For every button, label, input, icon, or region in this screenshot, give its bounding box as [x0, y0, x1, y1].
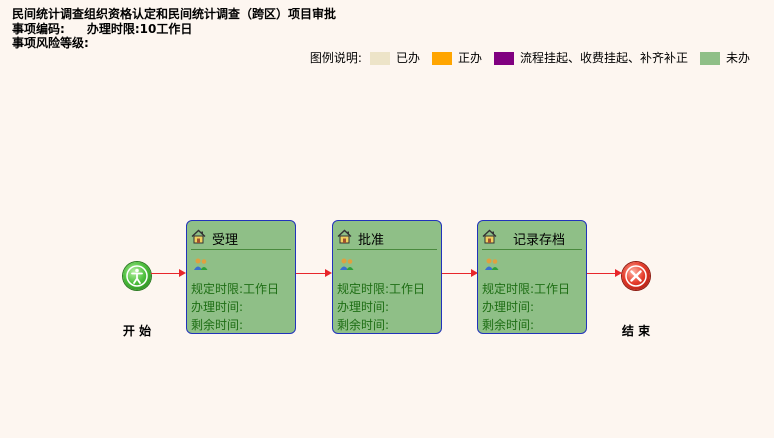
legend-swatch-done — [369, 51, 390, 65]
connector-line — [151, 273, 179, 274]
legend-label-pending: 未办 — [725, 51, 750, 65]
step-handle-time: 办理时间: — [191, 300, 244, 314]
step-title: 受理 — [212, 232, 239, 248]
step-title: 记录存档 — [513, 232, 566, 248]
step-remaining-time: 剩余时间: — [191, 318, 244, 332]
legend-swatch-pending — [699, 51, 720, 65]
home-icon — [482, 229, 497, 248]
item-info-row: 事项编码: 办理时限:10工作日 — [12, 22, 192, 36]
legend-title: 图例说明: — [309, 51, 362, 65]
step-time-limit: 规定时限:工作日 — [191, 282, 280, 296]
step-title-row: 记录存档 — [482, 227, 582, 250]
risk-level-row: 事项风险等级: — [12, 36, 89, 50]
step-remaining-time: 剩余时间: — [337, 318, 390, 332]
step-title-row: 受理 — [191, 227, 291, 250]
legend-label-in-progress: 正办 — [457, 51, 482, 65]
page-title: 民间统计调查组织资格认定和民间统计调查（跨区）项目审批 — [12, 7, 337, 21]
people-icon — [484, 257, 500, 274]
legend-swatch-in-progress — [431, 51, 452, 65]
step-handle-time: 办理时间: — [482, 300, 535, 314]
step-handle-time: 办理时间: — [337, 300, 390, 314]
arrow-icon — [615, 269, 622, 277]
connector-line — [442, 273, 471, 274]
step-time-limit: 规定时限:工作日 — [482, 282, 571, 296]
arrow-icon — [325, 269, 332, 277]
connector-line — [296, 273, 325, 274]
end-node-icon — [622, 262, 650, 290]
home-icon — [337, 229, 352, 248]
people-icon — [339, 257, 355, 274]
step-title: 批准 — [358, 232, 385, 248]
arrow-icon — [179, 269, 186, 277]
home-icon — [191, 229, 206, 248]
start-node-icon — [123, 262, 151, 290]
time-limit-label: 办理时限: — [86, 22, 140, 36]
legend-label-suspended: 流程挂起、收费挂起、补齐补正 — [519, 51, 688, 65]
item-code-label: 事项编码: — [12, 22, 65, 36]
legend-label-done: 已办 — [395, 51, 420, 65]
step-node-archive[interactable]: 记录存档 规定时限:工作日 办理时间: 剩余时间: — [477, 220, 587, 334]
legend-swatch-suspended — [493, 51, 514, 65]
step-remaining-time: 剩余时间: — [482, 318, 535, 332]
time-limit-value: 10工作日 — [139, 22, 193, 36]
end-label: 结 束 — [621, 324, 651, 338]
step-title-row: 批准 — [337, 227, 437, 250]
start-label: 开 始 — [122, 324, 152, 338]
connector-line — [587, 273, 615, 274]
risk-level-label: 事项风险等级: — [12, 36, 89, 50]
step-time-limit: 规定时限:工作日 — [337, 282, 426, 296]
arrow-icon — [471, 269, 478, 277]
step-node-approve[interactable]: 批准 规定时限:工作日 办理时间: 剩余时间: — [332, 220, 442, 334]
legend: 图例说明: 已办 正办 流程挂起、收费挂起、补齐补正 未办 — [310, 50, 754, 66]
step-node-accept[interactable]: 受理 规定时限:工作日 办理时间: 剩余时间: — [186, 220, 296, 334]
people-icon — [193, 257, 209, 274]
